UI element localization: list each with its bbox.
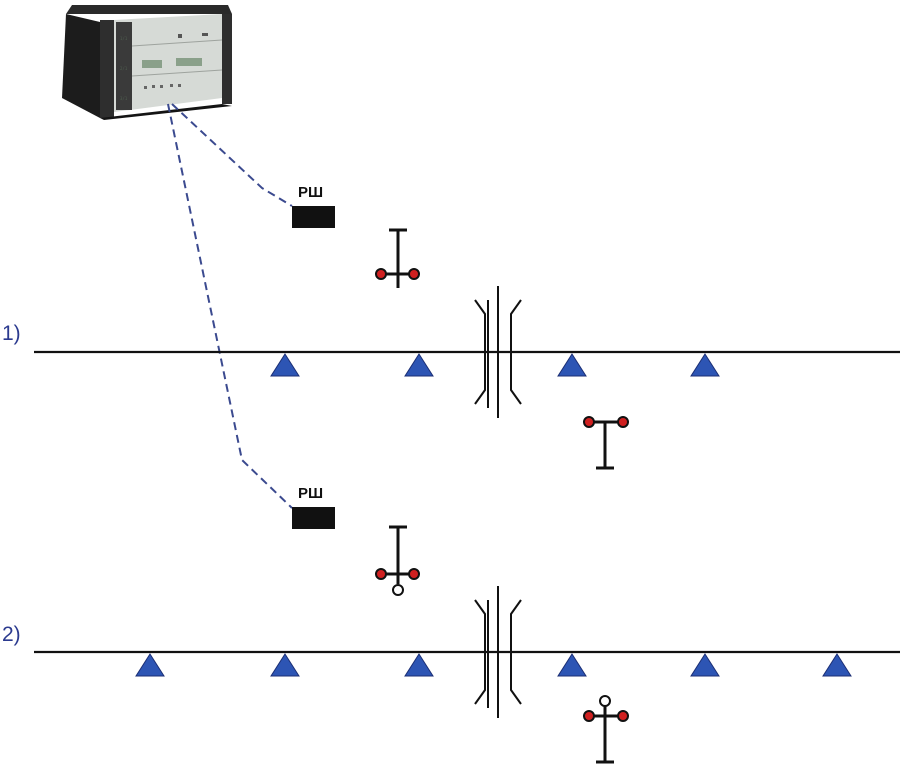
sensor-triangle-icon <box>690 653 720 677</box>
sensors-track-1 <box>270 353 720 377</box>
lamp-lit-icon <box>583 710 595 722</box>
insulated-joint-icon <box>474 586 522 718</box>
sensor-triangle-icon <box>270 353 300 377</box>
communication-links <box>167 103 293 509</box>
lamp-lit-icon <box>408 268 420 280</box>
device-panel-label: 2/1 <box>120 66 128 71</box>
signal-icon <box>583 416 629 470</box>
cabinet-1: РШ <box>292 184 335 228</box>
sensor-triangle-icon <box>404 353 434 377</box>
cabinet-label: РШ <box>298 184 323 201</box>
case-label: 2) <box>2 623 21 646</box>
lamp-unlit-icon <box>392 584 404 596</box>
lamp-lit-icon <box>617 710 629 722</box>
sensors-track-2 <box>135 653 852 677</box>
sensor-triangle-icon <box>135 653 165 677</box>
lamp-lit-icon <box>583 416 595 428</box>
sensor-triangle-icon <box>270 653 300 677</box>
cabinet-2: РШ <box>292 485 335 529</box>
device-panel-label: 1/1 <box>120 36 128 41</box>
sensor-triangle-icon <box>557 353 587 377</box>
lamp-lit-icon <box>375 268 387 280</box>
lamp-unlit-icon <box>599 695 611 707</box>
signal-icon <box>375 228 420 288</box>
sensor-triangle-icon <box>557 653 587 677</box>
sensor-triangle-icon <box>404 653 434 677</box>
cabinet-icon <box>292 206 335 228</box>
device-panel-label: 3/1 <box>120 96 128 101</box>
signal-icon <box>583 695 629 764</box>
cabinet-label: РШ <box>298 485 323 502</box>
lamp-lit-icon <box>375 568 387 580</box>
link-to-cabinet-2 <box>167 103 293 509</box>
signal-icon <box>375 525 420 596</box>
insulated-joint-icon <box>474 286 522 418</box>
sensor-triangle-icon <box>690 353 720 377</box>
rack-equipment-icon: 1/1 2/1 3/1 <box>62 5 232 120</box>
lamp-lit-icon <box>617 416 629 428</box>
sensor-triangle-icon <box>822 653 852 677</box>
link-to-cabinet-1 <box>171 103 293 207</box>
cabinet-icon <box>292 507 335 529</box>
lamp-lit-icon <box>408 568 420 580</box>
case-label: 1) <box>2 322 21 345</box>
